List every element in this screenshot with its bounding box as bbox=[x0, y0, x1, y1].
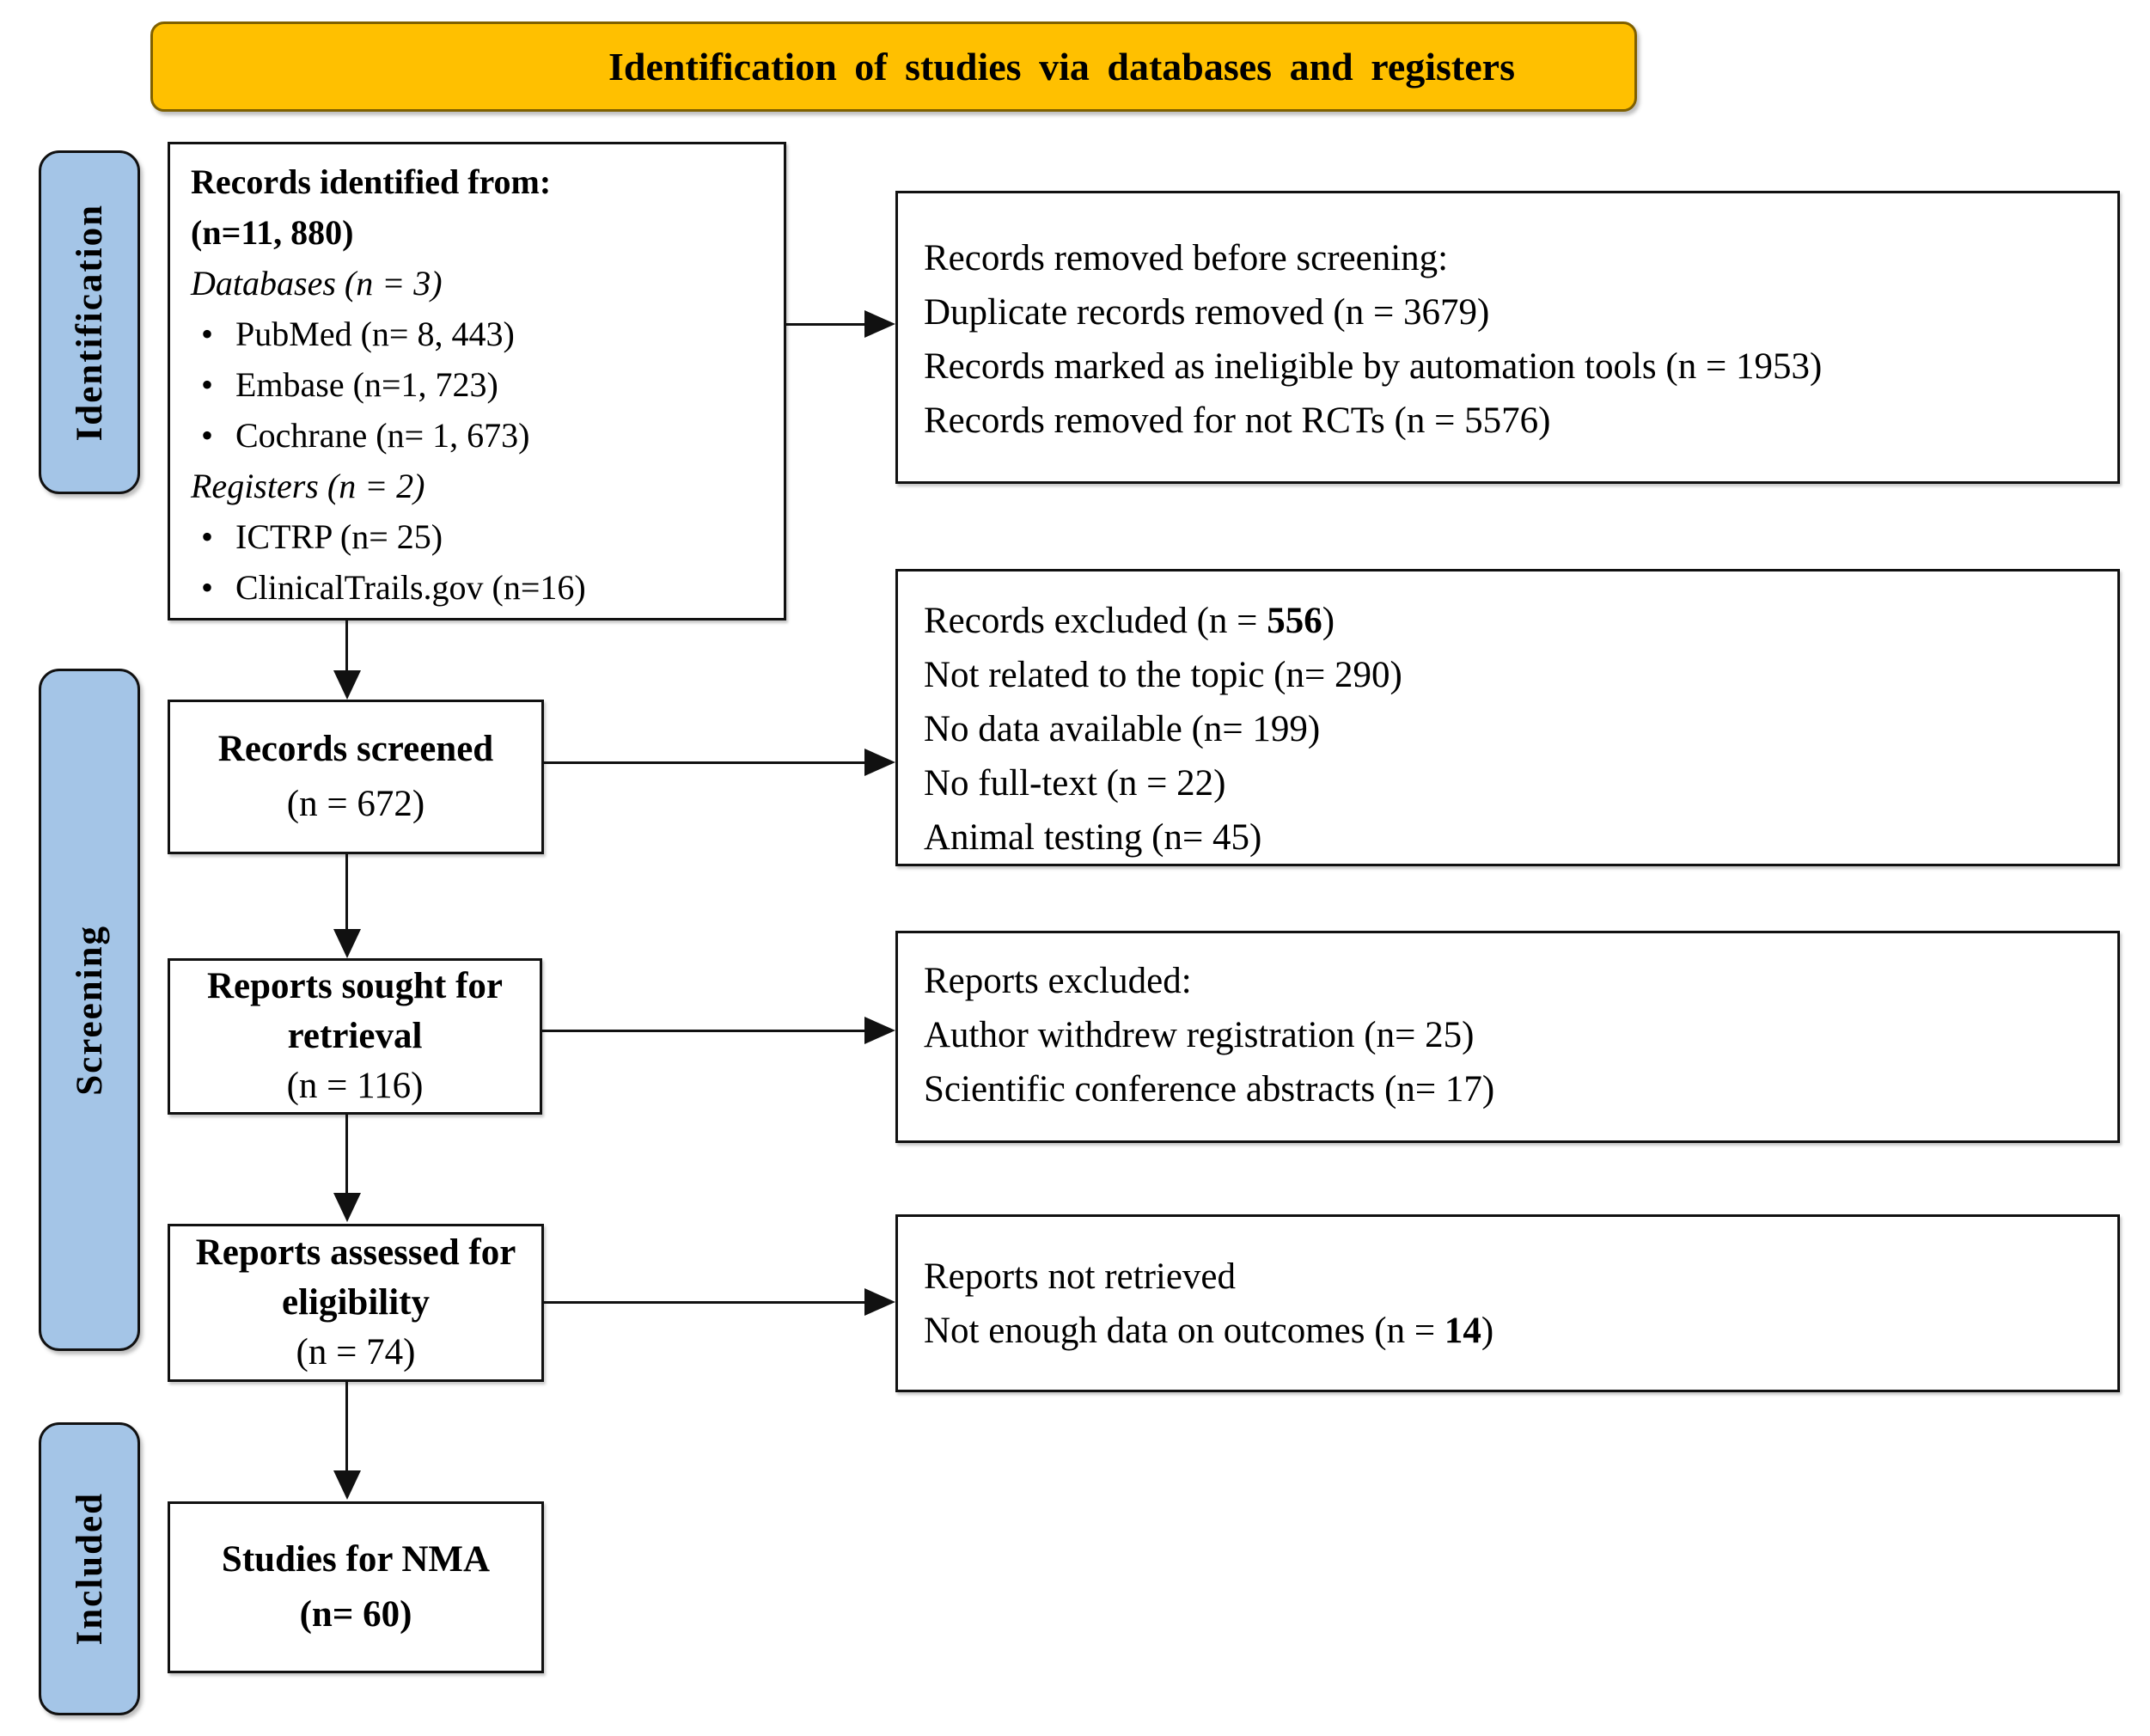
not-retrieved-line2: Not enough data on outcomes (n = 14) bbox=[924, 1304, 2109, 1358]
reports-excluded-reason: Author withdrew registration (n= 25) bbox=[924, 1015, 1475, 1055]
right-arrowhead-icon bbox=[864, 749, 895, 776]
down-arrow-2-line bbox=[345, 854, 348, 929]
box-records-identified: Records identified from: (n=11, 880) Dat… bbox=[168, 142, 786, 620]
identified-registers-label: Registers (n = 2) bbox=[191, 467, 425, 505]
box-reports-assessed: Reports assessed for eligibility (n = 74… bbox=[168, 1224, 544, 1382]
down-arrow-1-line bbox=[345, 620, 348, 672]
down-arrowhead-icon bbox=[333, 1470, 361, 1500]
not-retrieved-line1: Reports not retrieved bbox=[924, 1256, 1237, 1297]
stage-identification-label: Identification bbox=[69, 203, 110, 442]
not-retrieved-line2-suffix: ) bbox=[1481, 1310, 1494, 1351]
box-reports-sought: Reports sought for retrieval (n = 116) bbox=[168, 958, 542, 1115]
banner: Identification of studies via databases … bbox=[150, 21, 1637, 112]
right-arrowhead-icon bbox=[864, 1288, 895, 1316]
sought-count: (n = 116) bbox=[286, 1066, 424, 1106]
removed-line: Duplicate records removed (n = 3679) bbox=[924, 292, 1490, 333]
reports-excluded-reason: Scientific conference abstracts (n= 17) bbox=[924, 1069, 1495, 1109]
box-records-screened: Records screened (n = 672) bbox=[168, 700, 544, 854]
reports-excluded-header: Reports excluded: bbox=[924, 961, 1192, 1001]
identified-register-item: ClinicalTrails.gov (n=16) bbox=[191, 562, 775, 613]
excluded-reason: Animal testing (n= 45) bbox=[924, 817, 1262, 858]
identified-title: Records identified from: bbox=[191, 162, 552, 201]
box-reports-excluded: Reports excluded: Author withdrew regist… bbox=[895, 931, 2120, 1143]
excluded-header: Records excluded (n = 556) bbox=[924, 594, 2109, 648]
box-studies-nma: Studies for NMA (n= 60) bbox=[168, 1501, 544, 1673]
excluded-header-suffix: ) bbox=[1322, 601, 1335, 641]
box-records-excluded: Records excluded (n = 556) Not related t… bbox=[895, 569, 2120, 866]
right-arrow-3-line bbox=[542, 1030, 868, 1032]
excluded-reason: No data available (n= 199) bbox=[924, 709, 1321, 749]
stage-screening: Screening bbox=[39, 669, 140, 1351]
down-arrow-3-line bbox=[345, 1115, 348, 1193]
right-arrowhead-icon bbox=[864, 310, 895, 338]
removed-line: Records removed before screening: bbox=[924, 238, 1449, 278]
identified-total: (n=11, 880) bbox=[191, 213, 354, 252]
excluded-reason: No full-text (n = 22) bbox=[924, 763, 1226, 804]
banner-title: Identification of studies via databases … bbox=[608, 45, 1515, 89]
screened-count: (n = 672) bbox=[286, 784, 425, 824]
assessed-title-line1: Reports assessed for bbox=[195, 1232, 516, 1273]
identified-database-item: PubMed (n= 8, 443) bbox=[191, 309, 775, 359]
identified-databases-label: Databases (n = 3) bbox=[191, 264, 443, 303]
identified-register-item: ICTRP (n= 25) bbox=[191, 511, 775, 562]
excluded-header-count: 556 bbox=[1267, 601, 1322, 641]
screened-title: Records screened bbox=[217, 729, 494, 769]
stage-included: Included bbox=[39, 1422, 140, 1715]
excluded-header-prefix: Records excluded (n = bbox=[924, 601, 1267, 641]
sought-title-line2: retrieval bbox=[287, 1016, 423, 1056]
removed-line: Records removed for not RCTs (n = 5576) bbox=[924, 400, 1551, 441]
down-arrow-4-line bbox=[345, 1382, 348, 1470]
nma-count: (n= 60) bbox=[299, 1594, 412, 1635]
box-records-removed-before-screening: Records removed before screening: Duplic… bbox=[895, 191, 2120, 484]
stage-included-label: Included bbox=[69, 1492, 110, 1646]
down-arrowhead-icon bbox=[333, 670, 361, 700]
box-reports-not-retrieved: Reports not retrieved Not enough data on… bbox=[895, 1214, 2120, 1392]
not-retrieved-line2-count: 14 bbox=[1444, 1310, 1481, 1351]
down-arrowhead-icon bbox=[333, 929, 361, 958]
sought-title-line1: Reports sought for bbox=[207, 966, 503, 1006]
identified-database-item: Embase (n=1, 723) bbox=[191, 359, 775, 410]
identified-database-item: Cochrane (n= 1, 673) bbox=[191, 410, 775, 461]
down-arrowhead-icon bbox=[333, 1193, 361, 1222]
not-retrieved-line2-prefix: Not enough data on outcomes (n = bbox=[924, 1310, 1445, 1351]
assessed-count: (n = 74) bbox=[296, 1332, 416, 1372]
stage-screening-label: Screening bbox=[69, 924, 110, 1096]
excluded-reason: Not related to the topic (n= 290) bbox=[924, 655, 1402, 695]
removed-line: Records marked as ineligible by automati… bbox=[924, 346, 1823, 387]
nma-title: Studies for NMA bbox=[221, 1539, 491, 1580]
right-arrow-1-line bbox=[786, 323, 868, 326]
stage-identification: Identification bbox=[39, 150, 140, 494]
right-arrow-4-line bbox=[544, 1301, 868, 1304]
assessed-title-line2: eligibility bbox=[282, 1282, 430, 1323]
right-arrow-2-line bbox=[544, 761, 868, 764]
right-arrowhead-icon bbox=[864, 1017, 895, 1044]
